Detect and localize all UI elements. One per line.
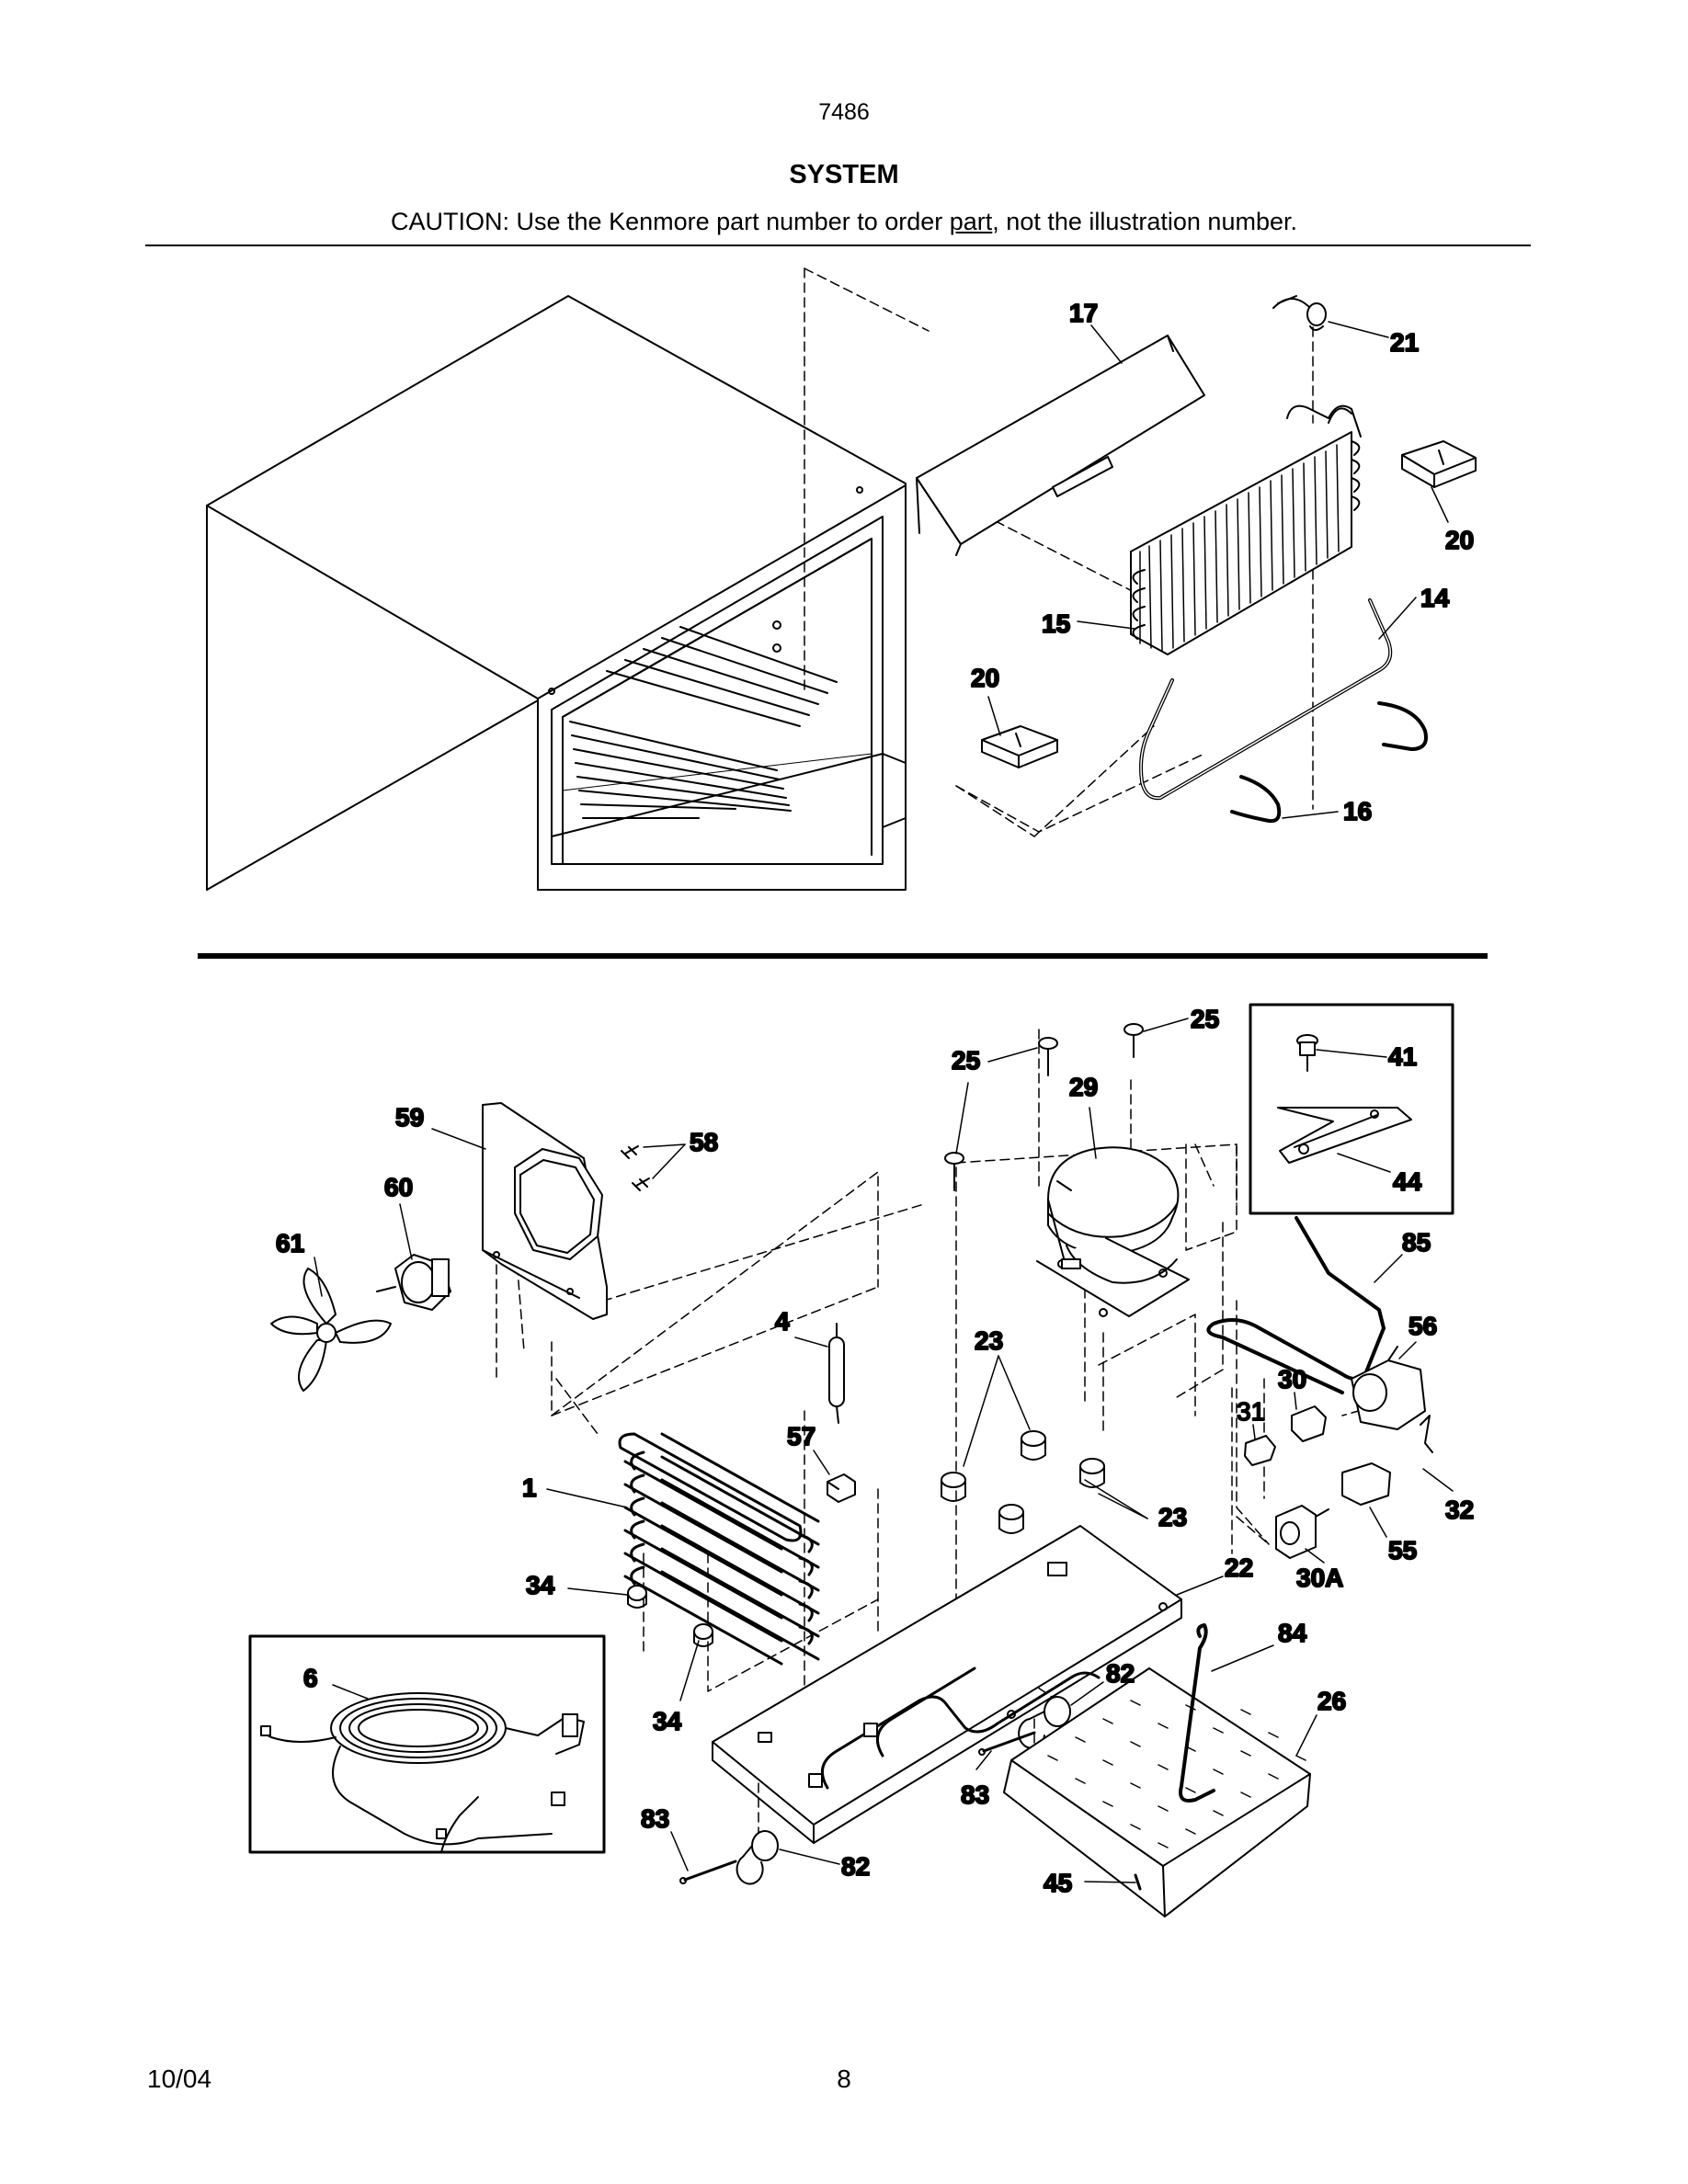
condenser-part-1 — [618, 1432, 820, 1666]
callout-58: 58 — [690, 1128, 718, 1156]
callout-4: 4 — [775, 1307, 790, 1336]
footer-page-number: 8 — [837, 2065, 851, 2093]
callout-25-right: 25 — [1191, 1005, 1219, 1033]
mount-part-23-a — [1021, 1430, 1046, 1461]
mount-part-23-b — [941, 1472, 966, 1502]
callout-84: 84 — [1278, 1619, 1307, 1647]
callout-34-upper: 34 — [526, 1571, 555, 1599]
caution-suffix: , not the illustration number. — [992, 208, 1297, 235]
callout-82-lower: 82 — [841, 1852, 870, 1881]
screw-part-25-b — [1038, 1037, 1058, 1076]
callout-14: 14 — [1420, 584, 1450, 612]
screw-part-83-b — [679, 1860, 737, 1884]
inset-box-6 — [248, 1634, 606, 1854]
caution-underlined: part — [949, 208, 993, 235]
callout-31: 31 — [1237, 1397, 1265, 1426]
callout-34-lower: 34 — [653, 1707, 682, 1735]
callout-29: 29 — [1069, 1073, 1098, 1101]
base-plate-part-22 — [712, 1525, 1182, 1844]
callout-85: 85 — [1402, 1228, 1431, 1257]
heater-clip-part-16 — [1230, 701, 1428, 824]
screw-part-25-a — [944, 1152, 964, 1191]
power-cord-part-6 — [260, 1692, 585, 1853]
caution-note: CAUTION: Use the Kenmore part number to … — [0, 208, 1688, 236]
header-rule — [145, 245, 1531, 246]
callout-59: 59 — [395, 1103, 424, 1132]
footer-date: 10/04 — [147, 2065, 212, 2093]
fan-blade-part-61 — [270, 1268, 392, 1392]
model-number: 7486 — [818, 99, 870, 125]
callout-20-lower: 20 — [971, 664, 999, 692]
drain-pan-part-26 — [1003, 1667, 1311, 1917]
screw-part-41 — [1296, 1034, 1318, 1072]
grommet-part-34-b — [693, 1623, 713, 1647]
compressor-part-29 — [1036, 1146, 1190, 1317]
callout-20-upper: 20 — [1445, 526, 1474, 554]
evaporator-part-15 — [1130, 404, 1362, 655]
callout-56: 56 — [1409, 1312, 1437, 1340]
callout-57: 57 — [787, 1422, 815, 1450]
callout-17: 17 — [1069, 299, 1098, 327]
callout-25-left: 25 — [952, 1046, 980, 1075]
callout-23-lower: 23 — [1158, 1503, 1187, 1531]
screw-part-25-c — [1123, 1023, 1144, 1058]
callout-23-upper: 23 — [975, 1326, 1003, 1355]
clip-part-45 — [1134, 1873, 1142, 1891]
callout-15: 15 — [1042, 609, 1070, 638]
pad-part-20-upper — [1401, 440, 1477, 488]
clip-part-57 — [827, 1473, 856, 1503]
defrost-heater-part-14 — [1139, 598, 1393, 801]
fan-motor-part-60 — [376, 1254, 451, 1311]
capacitor-part-30a — [1275, 1505, 1329, 1559]
pad-part-20-lower — [981, 725, 1058, 768]
caution-prefix: CAUTION: Use the Kenmore part number to … — [391, 208, 950, 235]
drain-tube-part-84 — [1179, 1623, 1215, 1803]
callout-30: 30 — [1278, 1365, 1306, 1393]
upper-callout-leaders — [987, 321, 1449, 819]
thermostat-part-21 — [1272, 295, 1327, 331]
callout-32: 32 — [1445, 1496, 1474, 1524]
connector-part-31 — [1244, 1435, 1276, 1466]
capacitor-part-55 — [1341, 1462, 1391, 1506]
drier-part-4 — [828, 1323, 845, 1424]
screw-part-83-a — [978, 1731, 1036, 1756]
grommet-part-34-a — [627, 1585, 647, 1609]
callout-83-left: 83 — [641, 1804, 669, 1833]
section-divider — [198, 953, 1488, 959]
lower-callout-leaders — [314, 1018, 1454, 1883]
callout-30a: 30A — [1296, 1564, 1343, 1592]
callout-41: 41 — [1388, 1042, 1417, 1071]
callout-16: 16 — [1343, 797, 1372, 825]
shroud-part-17 — [916, 335, 1205, 556]
callout-6: 6 — [303, 1664, 318, 1692]
cabinet-shell — [206, 295, 907, 891]
callout-82-upper: 82 — [1106, 1659, 1135, 1688]
section-title: SYSTEM — [789, 160, 899, 189]
callout-45: 45 — [1044, 1869, 1072, 1897]
callout-26: 26 — [1317, 1687, 1346, 1715]
callout-61: 61 — [276, 1229, 304, 1257]
mount-part-23-d — [998, 1504, 1024, 1534]
screws-part-58 — [621, 1145, 650, 1191]
bracket-part-44 — [1277, 1107, 1412, 1164]
callout-1: 1 — [522, 1473, 537, 1502]
foot-part-82-b — [736, 1830, 779, 1885]
clip-part-32 — [1420, 1415, 1433, 1453]
relay-part-56 — [1351, 1346, 1426, 1430]
callout-21: 21 — [1390, 328, 1419, 357]
callout-44: 44 — [1393, 1167, 1422, 1196]
overload-part-30 — [1291, 1405, 1327, 1442]
callout-55: 55 — [1388, 1536, 1417, 1564]
callout-83-right: 83 — [961, 1780, 989, 1809]
callout-60: 60 — [384, 1173, 413, 1201]
callout-22: 22 — [1225, 1553, 1253, 1582]
fan-shroud-part-59 — [482, 1102, 608, 1320]
foot-part-82-a — [1018, 1696, 1071, 1749]
mount-part-23-c — [1079, 1458, 1105, 1488]
